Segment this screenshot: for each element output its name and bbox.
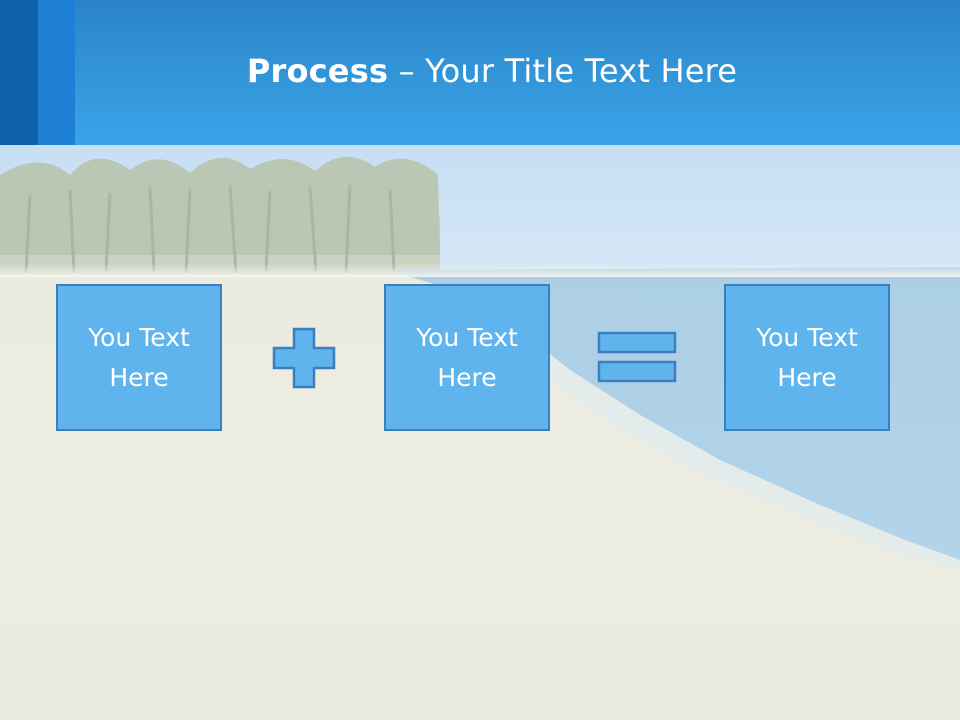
process-box-1-text: You Text Here [88,322,190,392]
title-rest-part: – Your Title Text Here [388,52,738,90]
header-accent-stripe-secondary [38,0,75,145]
plus-icon [272,327,336,389]
header-band: Process – Your Title Text Here [0,0,960,145]
sand-horizon [0,263,960,277]
process-box-3-text: You Text Here [756,322,858,392]
palm-trees-image [0,156,440,275]
process-box-3[interactable]: You Text Here [724,284,890,431]
beach-background [0,145,960,720]
process-box-2-text: You Text Here [416,322,518,392]
slide-title[interactable]: Process – Your Title Text Here [0,52,960,90]
equals-icon [597,331,677,383]
process-box-1[interactable]: You Text Here [56,284,222,431]
title-bold-part: Process [246,52,389,90]
header-accent-stripe [0,0,38,145]
process-box-2[interactable]: You Text Here [384,284,550,431]
